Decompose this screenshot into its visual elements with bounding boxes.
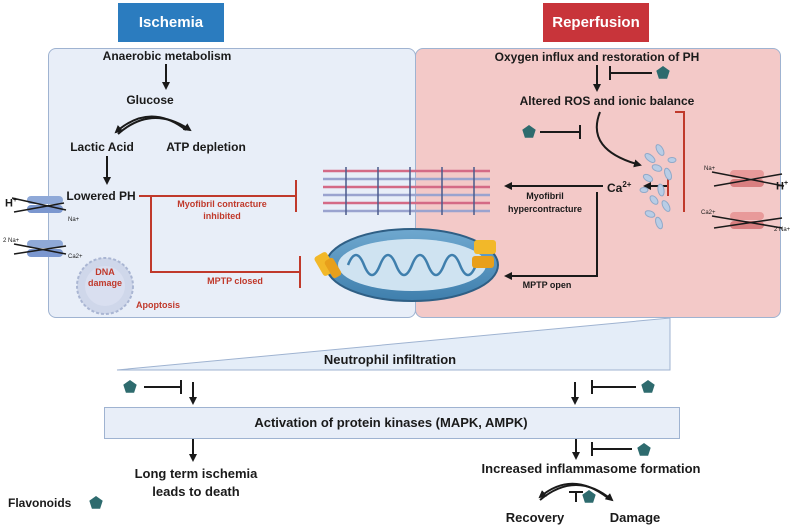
reperfusion-channel2-na: 2 Na+: [774, 227, 791, 233]
calcium-ions-icon: [639, 144, 677, 230]
ca-label: Ca2+: [607, 180, 632, 195]
glucose-label: Glucose: [126, 93, 174, 107]
reperfusion-channel1-na: Na+: [704, 166, 716, 172]
damage-label: Damage: [609, 510, 661, 525]
dna-damage-cell-icon: [76, 257, 134, 315]
neutrophil-wedge: [116, 317, 671, 371]
reperfusion-channel2-ca: Ca2+: [701, 210, 716, 216]
dna-label-1: DNA: [95, 267, 115, 277]
long-term-label-1: Long term ischemia: [134, 466, 258, 481]
mitochondrion-icon: [314, 228, 499, 302]
reperfusion-arrows: [504, 65, 668, 280]
myofibril-inhibited-label-2: inhibited: [203, 211, 241, 221]
mptp-closed-label: MPTP closed: [207, 276, 263, 286]
anaerobic-label: Anaerobic metabolism: [102, 49, 232, 63]
inflammasome-label: Increased inflammasome formation: [481, 461, 701, 476]
oxygen-influx-label: Oxygen influx and restoration of PH: [494, 50, 700, 64]
kinase-label: Activation of protein kinases (MAPK, AMP…: [254, 415, 528, 430]
recovery-label: Recovery: [505, 510, 565, 525]
reperfusion-channel1-h: H+: [776, 180, 789, 193]
kinase-activation-box: [104, 407, 680, 439]
ion-channel-icon-reperfusion: [711, 170, 785, 229]
hypercontracture-label-2: hypercontracture: [507, 204, 583, 214]
ischemia-channel2-na: 2 Na+: [3, 238, 20, 244]
ischemia-channel2-ca: Ca2+: [68, 254, 83, 260]
mptp-open-label: MPTP open: [522, 280, 572, 290]
myofibril-inhibited-label-1: Myofibril contracture: [177, 199, 267, 209]
neutrophil-label: Neutrophil infiltration: [323, 352, 457, 367]
ion-channel-icon: [11, 196, 67, 257]
hypercontracture-label-1: Myofibril: [526, 191, 564, 201]
ischemia-tag: Ischemia: [118, 3, 224, 42]
ischemia-channel1-na: Na+: [68, 217, 80, 223]
reperfusion-inhibition-lines: [540, 66, 652, 139]
lowered-ph-label: Lowered PH: [66, 189, 136, 203]
long-term-label-2: leads to death: [152, 484, 240, 499]
bottom-arrows: [144, 380, 636, 502]
atp-depletion-label: ATP depletion: [166, 140, 246, 154]
ischemia-inhibition-lines: [139, 180, 301, 288]
lactic-acid-label: Lactic Acid: [70, 140, 134, 154]
ischemia-channel1-h: H+: [5, 197, 18, 210]
reperfusion-red-lines: [667, 111, 685, 212]
ischemia-arrows: [103, 64, 192, 185]
dna-label-2: damage: [87, 278, 123, 288]
reperfusion-tag: Reperfusion: [543, 3, 649, 42]
apoptosis-label: Apoptosis: [136, 300, 180, 310]
flavonoids-legend-label: Flavonoids: [8, 496, 72, 510]
altered-ros-label: Altered ROS and ionic balance: [519, 94, 695, 108]
myofibril-icon: [323, 167, 490, 215]
